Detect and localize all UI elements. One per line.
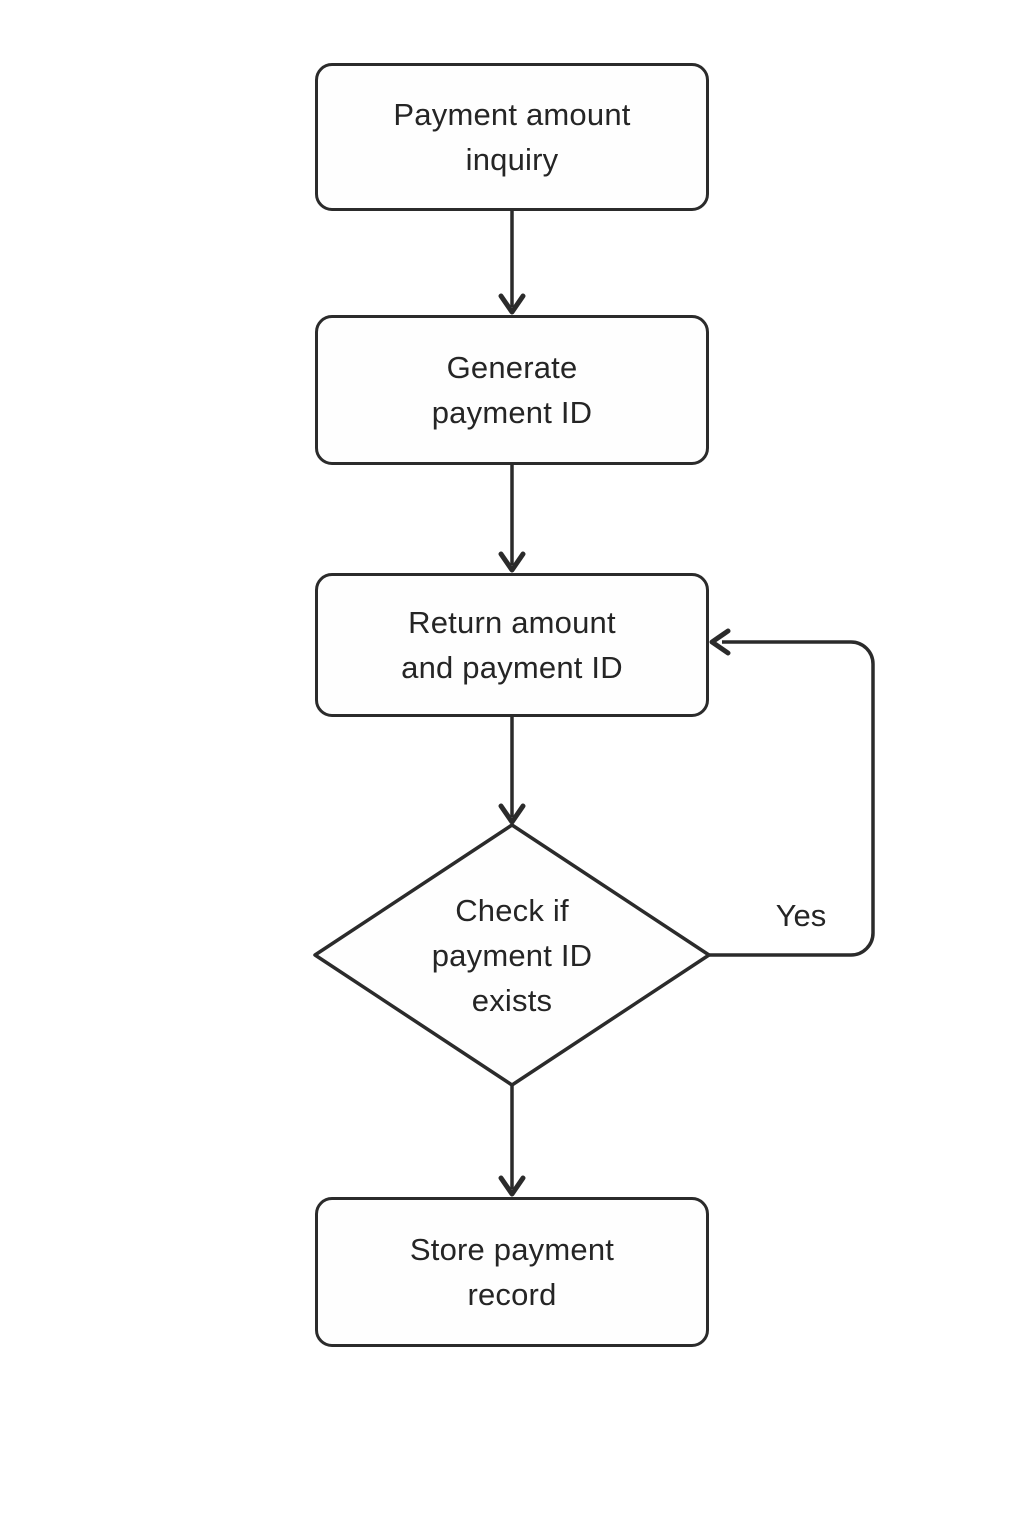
node-store-payment-record-label: Store payment record — [409, 1232, 615, 1312]
node-payment-amount-inquiry-label: Payment amount inquiry — [393, 97, 631, 177]
decision-diamond-shape — [313, 823, 711, 1087]
yes-loop-path — [709, 628, 875, 957]
node-return-amount-and-payment-id: Return amount and payment ID — [315, 573, 709, 717]
node-store-payment-record: Store payment record — [315, 1197, 709, 1347]
edge-label-yes: Yes — [763, 893, 839, 938]
node-generate-payment-id: Generate payment ID — [315, 315, 709, 465]
arrow-decision-to-store — [498, 1085, 526, 1197]
node-generate-payment-id-label: Generate payment ID — [431, 350, 593, 430]
arrow-inquiry-to-generate — [498, 211, 526, 315]
arrow-generate-to-return — [498, 465, 526, 573]
arrow-return-to-decision — [498, 717, 526, 825]
node-payment-amount-inquiry: Payment amount inquiry — [315, 63, 709, 211]
node-return-amount-and-payment-id-label: Return amount and payment ID — [401, 605, 623, 685]
